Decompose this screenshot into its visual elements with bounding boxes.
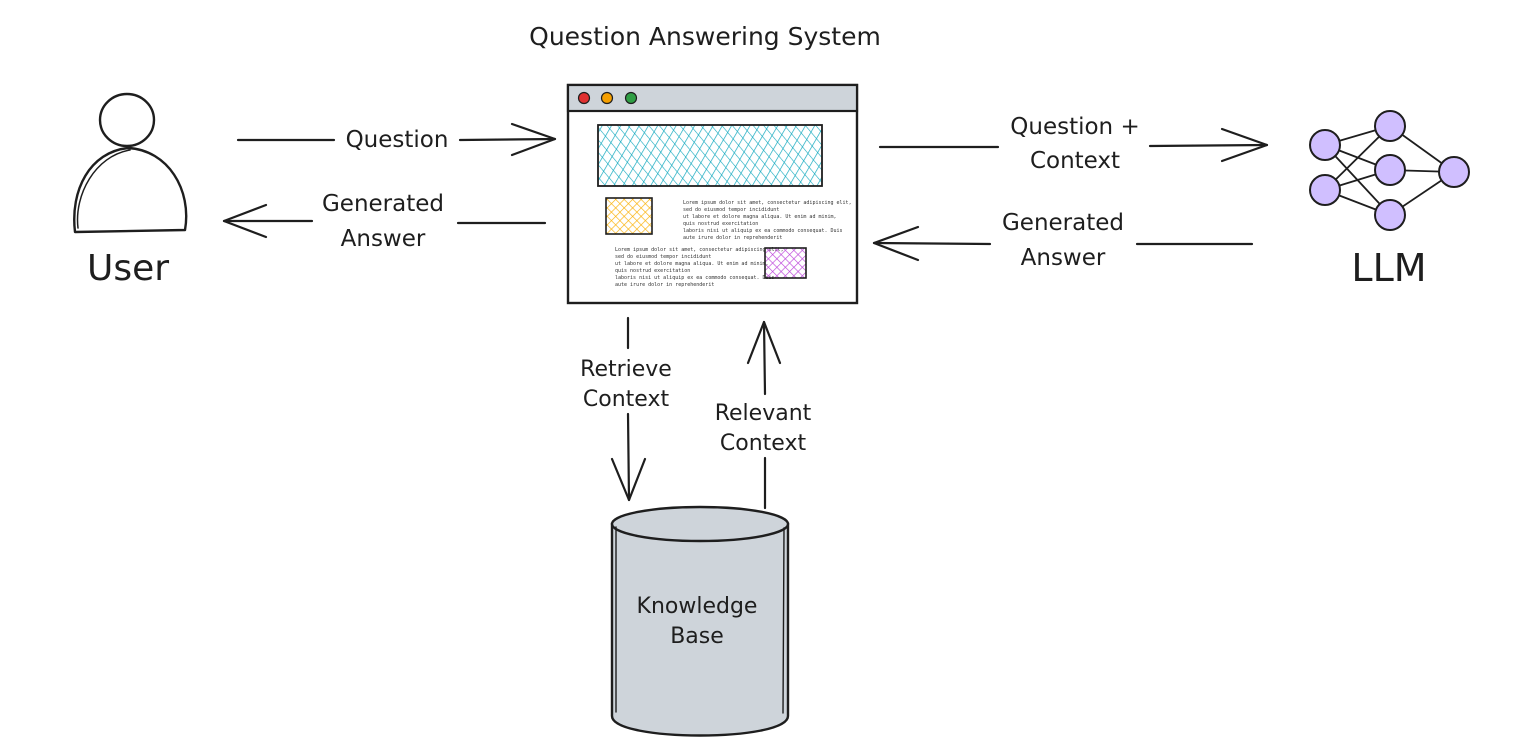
svg-text:quis nostrud exercitation: quis nostrud exercitation xyxy=(683,221,758,227)
svg-text:Lorem ipsum dolor sit amet, co: Lorem ipsum dolor sit amet, consectetur … xyxy=(683,200,852,206)
browser-window-icon: Lorem ipsum dolor sit amet, consectetur … xyxy=(566,83,859,305)
edge-label-retrieve-context-line2: Context xyxy=(583,387,670,412)
svg-text:sed do eiusmod tempor incididu: sed do eiusmod tempor incididunt xyxy=(615,254,711,260)
hero-image-placeholder xyxy=(597,124,823,187)
window-maximize-dot xyxy=(624,91,638,105)
filler-text-block-2: Lorem ipsum dolor sit amet, consectetur … xyxy=(615,247,784,288)
svg-text:quis nostrud exercitation: quis nostrud exercitation xyxy=(615,268,690,274)
arrow-system-to-llm xyxy=(878,127,1269,163)
svg-text:laboris nisi ut aliquip ex ea: laboris nisi ut aliquip ex ea commodo co… xyxy=(683,228,843,234)
edge-label-generated-answer-right-line1: Generated xyxy=(1002,210,1124,236)
svg-text:laboris nisi ut aliquip ex ea: laboris nisi ut aliquip ex ea commodo co… xyxy=(615,275,775,281)
database-cylinder-icon xyxy=(610,505,790,737)
svg-text:ut labore et dolore magna aliq: ut labore et dolore magna aliqua. Ut eni… xyxy=(683,214,837,220)
nn-hidden-node xyxy=(1374,154,1406,186)
nn-hidden-node xyxy=(1374,199,1406,231)
nn-hidden-node xyxy=(1374,110,1406,142)
diagram-title: Question Answering System xyxy=(529,22,881,51)
llm-label: LLM xyxy=(1351,246,1426,290)
arrow-system-to-knowledge-base xyxy=(610,316,647,502)
nn-input-node xyxy=(1309,129,1341,161)
edge-label-question-context-line1: Question + xyxy=(1010,114,1139,140)
svg-text:Lorem ipsum dolor sit amet, co: Lorem ipsum dolor sit amet, consectetur … xyxy=(615,247,784,253)
person-icon xyxy=(73,92,188,234)
window-minimize-dot xyxy=(600,91,614,105)
image-placeholder-purple xyxy=(764,247,807,279)
svg-text:aute irure dolor in reprehende: aute irure dolor in reprehenderit xyxy=(683,235,782,241)
edge-label-generated-answer-left-line1: Generated xyxy=(322,191,444,217)
nn-input-node xyxy=(1309,174,1341,206)
svg-text:sed do eiusmod tempor incididu: sed do eiusmod tempor incididunt xyxy=(683,207,779,213)
edge-label-retrieve-context-line1: Retrieve xyxy=(580,357,672,382)
arrow-system-to-user xyxy=(222,203,547,239)
svg-text:ut labore et dolore magna aliq: ut labore et dolore magna aliqua. Ut eni… xyxy=(615,261,769,267)
edge-label-relevant-context-line1: Relevant xyxy=(715,401,812,426)
knowledge-base-label-line1: Knowledge xyxy=(637,594,758,619)
arrow-knowledge-base-to-system xyxy=(746,320,782,510)
edge-label-relevant-context-line2: Context xyxy=(720,431,807,456)
arrow-user-to-system xyxy=(236,122,557,157)
svg-text:aute irure dolor in reprehende: aute irure dolor in reprehenderit xyxy=(615,282,714,288)
filler-text-block-1: Lorem ipsum dolor sit amet, consectetur … xyxy=(683,200,852,241)
edge-label-question-context-line2: Context xyxy=(1030,148,1120,174)
nn-output-node xyxy=(1438,156,1470,188)
image-placeholder-yellow xyxy=(605,197,653,235)
user-label: User xyxy=(87,248,169,289)
edge-label-question: Question xyxy=(346,127,449,153)
arrow-llm-to-system xyxy=(872,225,1254,262)
window-close-dot xyxy=(577,91,591,105)
knowledge-base-label-line2: Base xyxy=(670,624,724,649)
edge-label-generated-answer-right-line2: Answer xyxy=(1021,245,1106,271)
neural-network-icon xyxy=(1309,110,1470,231)
edge-label-generated-answer-left-line2: Answer xyxy=(341,226,426,252)
